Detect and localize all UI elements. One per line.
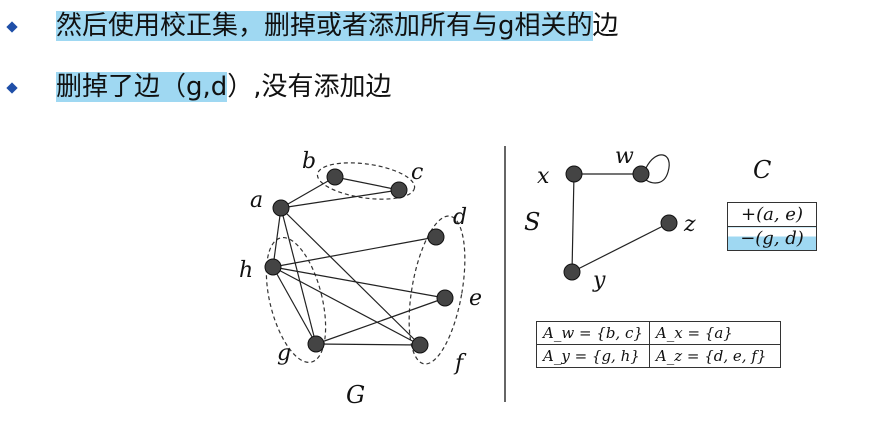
node-b (326, 168, 344, 186)
group-bc-outline (316, 162, 416, 200)
correction-add-edge: +(a, e) (727, 202, 817, 227)
node-g (307, 335, 325, 353)
graph-G-edges (272, 176, 446, 346)
assignment-cell: A_x = {a} (648, 321, 781, 345)
node-f (411, 336, 429, 354)
assignment-cell: A_y = {g, h} (536, 344, 650, 368)
node-d (427, 228, 445, 246)
label-b: b (302, 149, 316, 174)
correction-remove-edge: −(g, d) (727, 226, 817, 251)
node-a (272, 199, 290, 217)
node-c (390, 181, 408, 199)
plain-text: ）,没有添加边 (227, 72, 392, 102)
label-d: d (453, 205, 467, 230)
label-f: f (453, 351, 467, 376)
label-w: w (615, 144, 634, 169)
node-e (436, 289, 454, 307)
label-c: c (411, 160, 423, 185)
label-y: y (592, 268, 606, 293)
label-x: x (537, 164, 550, 189)
node-y (563, 263, 581, 281)
highlighted-text: 然后使用校正集，删掉或者添加所有与g相关的 (56, 11, 593, 41)
node-x (565, 165, 583, 183)
corrections-title: C (753, 156, 771, 184)
assignment-table: A_w = {b, c} A_x = {a} A_y = {g, h} A_z … (536, 321, 781, 368)
label-g: g (277, 341, 291, 366)
graph-S-edges (571, 154, 670, 273)
group-def-outline (408, 215, 466, 365)
graph-S-title: S (524, 208, 540, 236)
group-gh-outline (265, 236, 327, 364)
graph-G-title: G (346, 381, 365, 409)
bullet-text-2: 删掉了边（g,d）,没有添加边 (56, 70, 392, 104)
label-a: a (250, 188, 263, 213)
highlighted-text: 删掉了边（g,d (56, 72, 228, 102)
label-h: h (239, 258, 253, 283)
graph-G-nodes (264, 168, 454, 354)
label-e: e (469, 286, 482, 311)
node-z (660, 214, 678, 232)
node-h (264, 258, 282, 276)
corrections-table: +(a, e) −(g, d) (727, 202, 817, 251)
bullet-text-1: 然后使用校正集，删掉或者添加所有与g相关的边 (56, 9, 619, 43)
plain-text: 边 (592, 11, 619, 41)
label-z: z (683, 212, 696, 237)
graph-S-nodes (563, 165, 678, 281)
assignment-cell: A_z = {d, e, f} (648, 344, 781, 368)
node-w (632, 165, 650, 183)
assignment-cell: A_w = {b, c} (536, 321, 650, 345)
